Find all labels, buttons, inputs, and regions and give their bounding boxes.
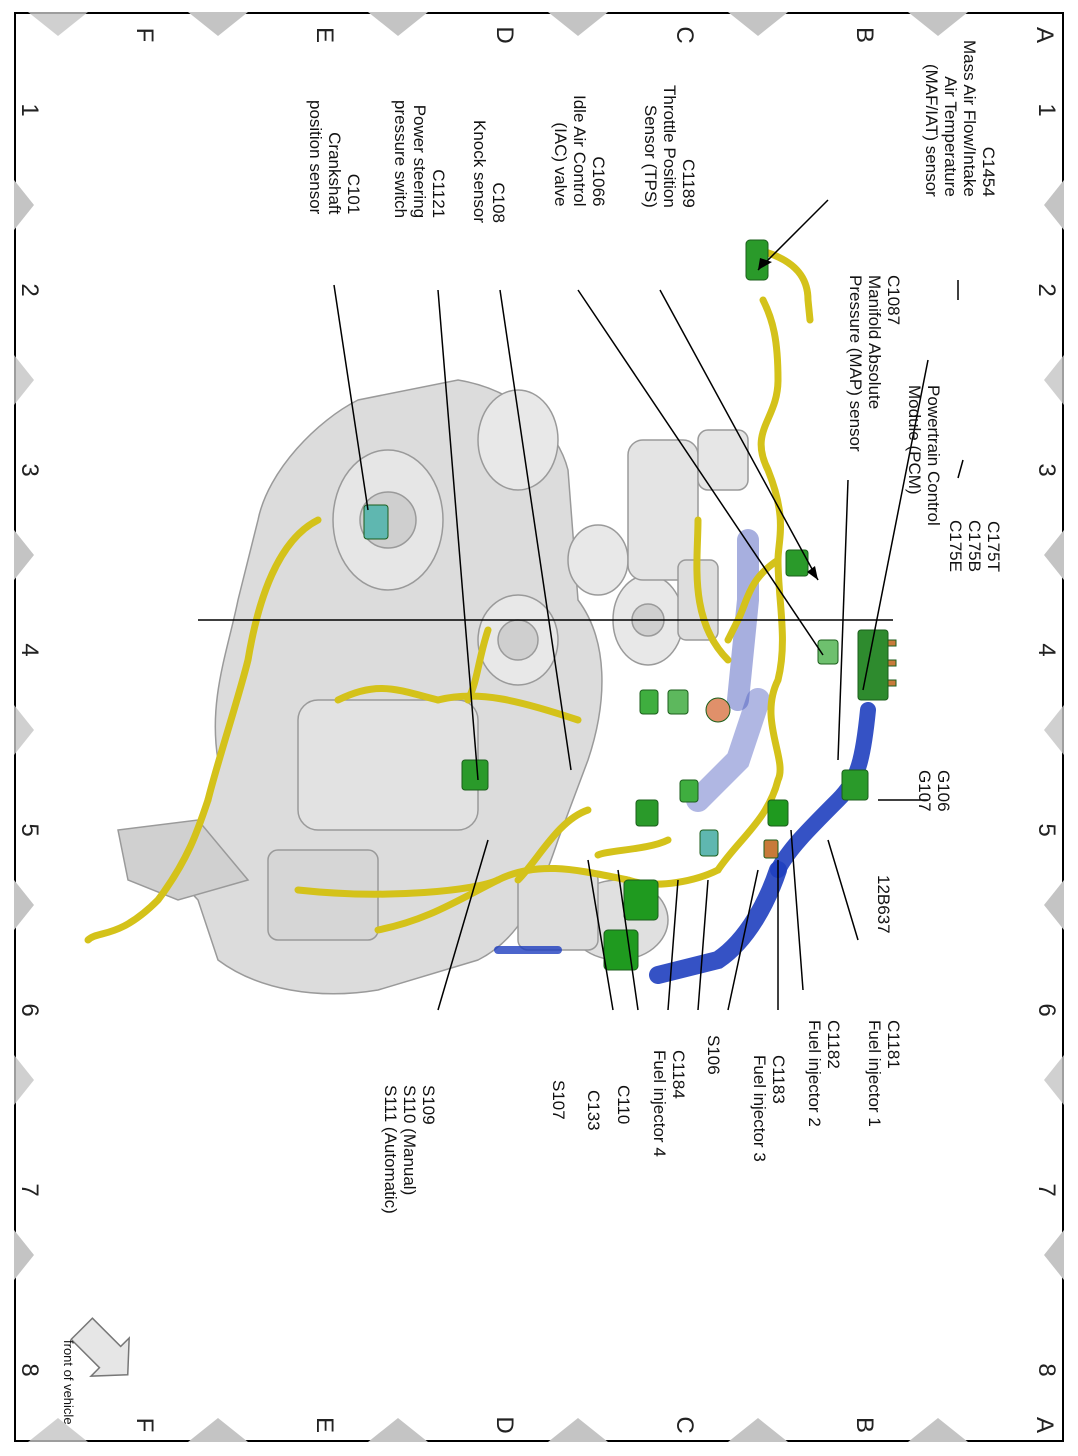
label-c133: C133 (584, 1090, 603, 1131)
grid-row-c-left: C (671, 26, 698, 44)
grid-col-5-bottom: 5 (16, 823, 43, 837)
label-front-of-vehicle: front of vehicle (61, 1340, 76, 1425)
grid-row-d-right: D (491, 1416, 518, 1434)
grid-col-1-bottom: 1 (16, 103, 43, 117)
leader-lines (198, 199, 964, 1011)
grid-col-6-top: 6 (1033, 1003, 1060, 1017)
grid-col-2-bottom: 2 (16, 283, 43, 297)
front-arrow-icon (70, 1317, 130, 1377)
label-c110: C110 (614, 1085, 633, 1125)
grid-row-b-left: B (851, 26, 878, 43)
grid-row-c-right: C (671, 1416, 698, 1434)
border-diamonds (14, 12, 1064, 1442)
grid-row-e-right: E (311, 1416, 338, 1433)
grid-col-3-top: 3 (1033, 463, 1060, 477)
grid-row-a-right: A (1031, 1416, 1058, 1433)
grid-col-3-bottom: 3 (16, 463, 43, 477)
label-s106: S106 (704, 1035, 723, 1075)
grid-row-f-right: F (131, 1417, 158, 1433)
grid-col-8-top: 8 (1033, 1363, 1060, 1377)
grid-col-7-top: 7 (1033, 1183, 1060, 1197)
grid-col-4-top: 4 (1033, 643, 1060, 657)
grid-col-2-top: 2 (1033, 283, 1060, 297)
label-s107: S107 (549, 1080, 568, 1120)
grid-col-1-top: 1 (1033, 103, 1060, 117)
grid-col-6-bottom: 6 (16, 1003, 43, 1017)
grid-row-d-left: D (491, 26, 518, 44)
grid-row-b-right: B (851, 1416, 878, 1433)
grid-col-5-top: 5 (1033, 823, 1060, 837)
arrowheads (758, 258, 818, 580)
grid-col-4-bottom: 4 (16, 643, 43, 657)
connectors (363, 239, 897, 971)
grid-row-a-left: A (1031, 26, 1058, 43)
grid-row-f-left: F (131, 27, 158, 43)
grid-col-7-bottom: 7 (16, 1183, 43, 1197)
grid-row-e-left: E (311, 26, 338, 43)
label-12b637: 12B637 (874, 875, 893, 934)
grid-col-8-bottom: 8 (16, 1363, 43, 1377)
